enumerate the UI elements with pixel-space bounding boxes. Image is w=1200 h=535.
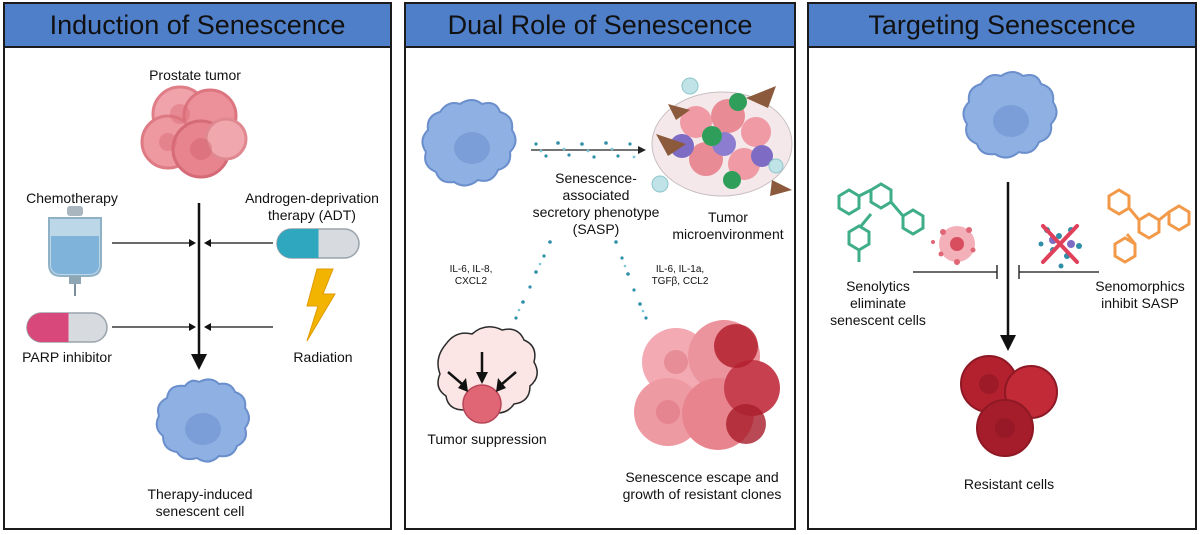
label-cytokines-right-line2: TGFβ, CCL2: [651, 276, 709, 287]
cytokine-stream-left: [507, 240, 552, 336]
radiation-lightning-icon: [306, 268, 336, 342]
label-cytokines-left-line2: CXCL2: [454, 276, 488, 287]
label-adt-line1: Androgen-deprivation: [245, 190, 379, 206]
parp-pill-icon: [26, 312, 108, 343]
panel-title-targeting: Targeting Senescence: [809, 4, 1195, 48]
tumor-microenvironment-cluster: [651, 77, 793, 197]
label-escape-line2: growth of resistant clones: [622, 486, 782, 502]
label-sasp-line3: secretory phenotype: [532, 204, 660, 220]
prostate-tumor-cluster: [140, 85, 248, 179]
panel-dual-role: Dual Role of Senescence: [404, 2, 796, 530]
dual-role-diagram: [421, 77, 793, 450]
label-senolytics-line3: senescent cells: [830, 312, 926, 328]
panel-title-induction: Induction of Senescence: [5, 4, 390, 48]
label-senomorphics-line2: inhibit SASP: [1101, 295, 1179, 311]
targeted-senescent-cell: [962, 71, 1058, 159]
label-therapy-induced-line1: Therapy-induced: [147, 486, 253, 502]
label-senomorphics-line1: Senomorphics: [1095, 278, 1185, 294]
label-sasp-line2: associated: [562, 187, 630, 203]
label-parp-inhibitor: PARP inhibitor: [22, 349, 112, 365]
label-escape-line1: Senescence escape and: [625, 469, 779, 485]
tumor-suppression-cell: [437, 326, 538, 424]
label-senolytics-line2: eliminate: [849, 295, 907, 311]
label-cytokines-right-line1: IL-6, IL-1a,: [655, 264, 705, 275]
label-sasp-line4: (SASP): [572, 221, 620, 237]
senolytic-molecule-icon: [837, 182, 925, 262]
panel-targeting: Targeting Senescence: [807, 2, 1197, 530]
label-adt-line2: therapy (ADT): [268, 207, 356, 223]
label-resistant-cells: Resistant cells: [963, 476, 1055, 492]
label-therapy-induced-line2: senescent cell: [155, 503, 245, 519]
label-tme-line2: microenvironment: [672, 226, 784, 242]
label-tme-line1: Tumor: [708, 209, 748, 225]
input-arrows: [112, 242, 273, 328]
iv-bag-icon: [48, 206, 102, 296]
therapy-induced-senescent-cell: [155, 378, 250, 463]
fragmented-cell-icon: [931, 226, 976, 265]
sasp-blocked-icon: [1038, 224, 1082, 269]
sasp-secretion-arrow: [531, 141, 646, 159]
label-chemotherapy: Chemotherapy: [26, 190, 118, 206]
adt-pill-icon: [276, 228, 360, 259]
label-tumor-suppression: Tumor suppression: [427, 431, 547, 447]
panel-induction: Induction of Senescence: [3, 2, 392, 530]
resistant-cells-cluster: [960, 355, 1058, 457]
label-cytokines-left-line1: IL-6, IL-8,: [449, 264, 493, 275]
label-radiation: Radiation: [293, 349, 353, 365]
label-sasp-line1: Senescence-: [555, 170, 637, 186]
senomorphic-molecule-icon: [1107, 188, 1191, 264]
targeting-diagram: [837, 71, 1191, 457]
label-senolytics-line1: Senolytics: [846, 278, 910, 294]
label-prostate-tumor: Prostate tumor: [149, 67, 241, 83]
inhibition-lines: [913, 265, 1099, 279]
panel-title-dual-role: Dual Role of Senescence: [406, 4, 794, 48]
induction-diagram: [26, 85, 360, 463]
senescent-cell: [421, 99, 517, 187]
resistant-clones-cluster: [634, 320, 780, 450]
cytokine-stream-right: [614, 240, 648, 320]
